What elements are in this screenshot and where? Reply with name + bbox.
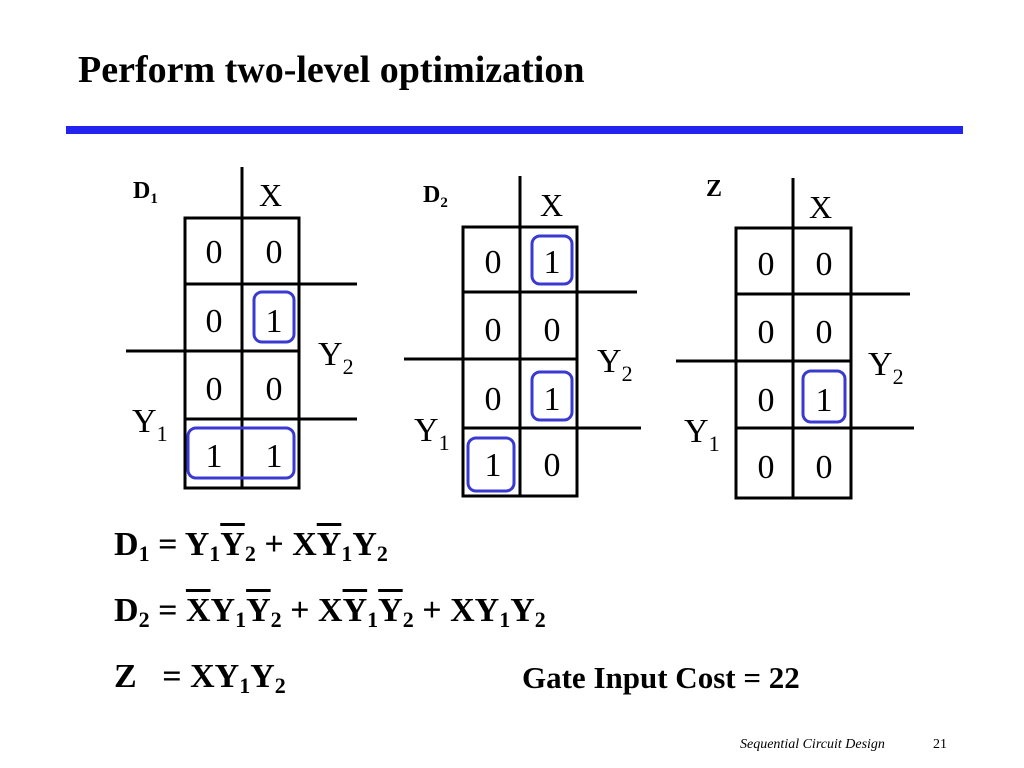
kmap-d2-label: D2 <box>423 182 448 211</box>
kmap-cell: 0 <box>758 246 775 283</box>
kmap-z-grid <box>676 178 914 500</box>
kmap-cell: 0 <box>816 246 833 283</box>
kmap-d1-row-var-y2: Y2 <box>318 336 354 379</box>
kmap-cell: 0 <box>816 449 833 486</box>
kmap-d1-label: D1 <box>133 178 158 207</box>
kmap-cell: 0 <box>266 371 283 408</box>
kmap-d2-row-var-y2: Y2 <box>597 343 633 386</box>
kmap-cell: 1 <box>206 438 223 475</box>
kmap-d1-grid <box>126 167 357 490</box>
kmap-z-col-var: X <box>809 189 832 225</box>
kmap-z-row-var-y2: Y2 <box>868 346 904 389</box>
kmap-cell: 0 <box>544 312 561 349</box>
kmap-d2-loop-3 <box>466 436 516 493</box>
kmap-cell: 0 <box>206 303 223 340</box>
kmap-d1-col-var: X <box>259 177 282 213</box>
kmap-cell: 0 <box>485 244 502 281</box>
kmap-cell: 0 <box>544 447 561 484</box>
kmap-cell: 1 <box>266 438 283 475</box>
kmap-z-loop-1 <box>801 369 847 424</box>
kmap-z-cells: 0 0 0 0 0 1 0 0 <box>758 246 833 486</box>
equation-d2: D2 = XY1Y2 + XY1Y2 + XY1Y2 <box>114 592 546 632</box>
kmap-cell: 1 <box>266 303 283 340</box>
kmap-d2-grid <box>404 176 641 498</box>
equation-d1: D1 = Y1Y2 + XY1Y2 <box>114 526 388 566</box>
kmap-cell: 0 <box>816 314 833 351</box>
kmap-d2-loop-2 <box>530 370 574 422</box>
kmap-d1-loop-2 <box>186 426 296 480</box>
kmap-d2-row-var-y1: Y1 <box>414 412 450 455</box>
kmap-cell: 0 <box>206 234 223 271</box>
kmap-d1: D1 X Y2 Y1 0 0 0 1 0 0 1 1 <box>126 167 357 490</box>
kmap-cell: 0 <box>758 382 775 419</box>
kmap-cell: 1 <box>816 382 833 419</box>
kmap-z: Z X Y2 Y1 0 0 0 0 0 1 0 0 <box>676 176 914 500</box>
kmap-d2-cells: 0 1 0 0 0 1 1 0 <box>485 244 561 484</box>
kmap-cell: 0 <box>485 312 502 349</box>
title-underline <box>66 126 963 134</box>
gate-input-cost: Gate Input Cost = 22 <box>522 660 800 695</box>
kmap-d1-cells: 0 0 0 1 0 0 1 1 <box>206 234 283 475</box>
slide-title: Perform two-level optimization <box>78 49 585 91</box>
kmap-z-label: Z <box>706 176 722 202</box>
kmap-cell: 0 <box>485 381 502 418</box>
kmap-cell: 1 <box>485 447 502 484</box>
kmap-d1-loop-1 <box>252 290 296 344</box>
kmap-d2-col-var: X <box>540 187 563 223</box>
kmap-cell: 0 <box>758 314 775 351</box>
page-number: 21 <box>933 737 947 752</box>
kmap-d2: D2 X Y2 Y1 0 1 0 0 0 1 1 0 <box>404 176 641 498</box>
kmap-z-row-var-y1: Y1 <box>684 413 720 456</box>
kmap-d1-row-var-y1: Y1 <box>132 403 168 446</box>
equation-z: Z = XY1Y2 <box>114 658 286 698</box>
kmap-d2-loop-1 <box>530 234 574 286</box>
kmap-cell: 0 <box>758 449 775 486</box>
kmap-cell: 0 <box>266 234 283 271</box>
kmap-cell: 0 <box>206 371 223 408</box>
footer-title: Sequential Circuit Design <box>740 737 885 752</box>
kmap-cell: 1 <box>544 244 561 281</box>
kmap-cell: 1 <box>544 381 561 418</box>
